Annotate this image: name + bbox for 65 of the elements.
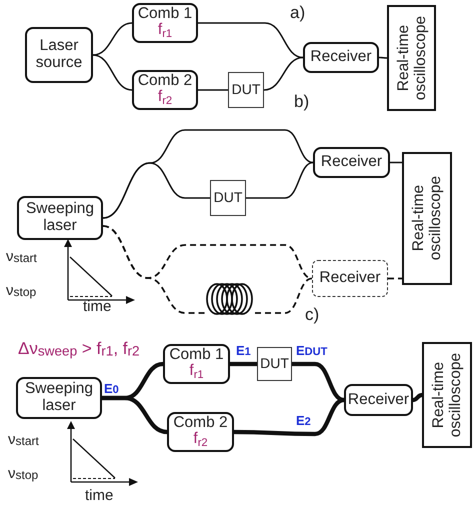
box-label: Sweeping laser <box>24 381 94 415</box>
box-label: Laser source <box>34 38 84 72</box>
box-label: Receiver <box>348 392 410 408</box>
connector <box>102 396 168 434</box>
box-label: Comb 1 <box>169 346 224 364</box>
comb-box <box>132 3 198 43</box>
connector <box>390 162 402 164</box>
receiver-box <box>344 384 413 416</box>
box-label: Real-time oscilloscope <box>410 175 444 263</box>
panel-label: a) <box>290 3 306 23</box>
box-label: Receiver <box>319 270 381 287</box>
laser-box <box>25 27 93 83</box>
connector <box>198 22 304 58</box>
oscilloscope-box <box>387 5 436 111</box>
dashed-connector <box>255 278 312 314</box>
axis-label: time <box>83 298 112 315</box>
laser-box <box>16 377 102 419</box>
condition-text: Δν$_{sweep}$ > f$_{r1}$, f$_{r2}$ <box>18 339 140 359</box>
axis-label: time <box>85 487 114 504</box>
dut-box <box>257 347 292 381</box>
comb-box <box>132 70 198 110</box>
axis-label: ν$_{start}$ <box>6 248 37 266</box>
connector <box>92 22 132 56</box>
box-label: f$_{r1}$ <box>189 363 204 382</box>
comb-box <box>163 344 230 384</box>
box-label: Sweeping laser <box>24 201 96 235</box>
box-label: Comb 2 <box>173 414 228 432</box>
dut-box <box>210 180 246 216</box>
axis-label: ν$_{stop}$ <box>6 282 36 300</box>
receiver-box <box>313 147 390 178</box>
connector <box>412 392 422 402</box>
box-label: f$_{r2}$ <box>193 431 208 450</box>
laser-box <box>17 196 103 240</box>
comb-box <box>167 412 234 452</box>
box-label: Comb 1 <box>138 6 192 22</box>
dut-box <box>228 72 264 108</box>
connector <box>292 362 344 402</box>
receiver-box <box>303 42 379 73</box>
receiver-box <box>312 260 388 297</box>
box-label: Receiver <box>320 154 382 171</box>
box-label: Comb 2 <box>138 72 192 90</box>
connector <box>378 56 388 59</box>
box-label: DUT <box>260 356 289 372</box>
connector <box>264 56 304 91</box>
connector <box>234 398 344 436</box>
oscilloscope-box <box>402 152 452 285</box>
box-label: Real-time oscilloscope <box>430 352 464 440</box>
connector <box>92 54 132 91</box>
connector <box>230 362 257 366</box>
connector <box>102 162 210 219</box>
connector <box>198 89 228 91</box>
dashed-connector <box>102 225 205 314</box>
box-label: Real-time oscilloscope <box>394 14 429 102</box>
panel-label: b) <box>294 92 310 112</box>
box-label: DUT <box>232 82 260 98</box>
box-label: DUT <box>214 190 242 206</box>
box-label: f$_{r2}$ <box>158 89 172 108</box>
axis-label: ν$_{start}$ <box>8 431 39 448</box>
panel-label: c) <box>305 305 320 325</box>
axis-label: ν$_{stop}$ <box>8 465 38 482</box>
connector <box>246 162 314 199</box>
dashed-connector <box>388 278 402 280</box>
oscilloscope-box <box>422 342 472 448</box>
box-label: Receiver <box>310 49 372 66</box>
box-label: f$_{r1}$ <box>158 22 172 40</box>
